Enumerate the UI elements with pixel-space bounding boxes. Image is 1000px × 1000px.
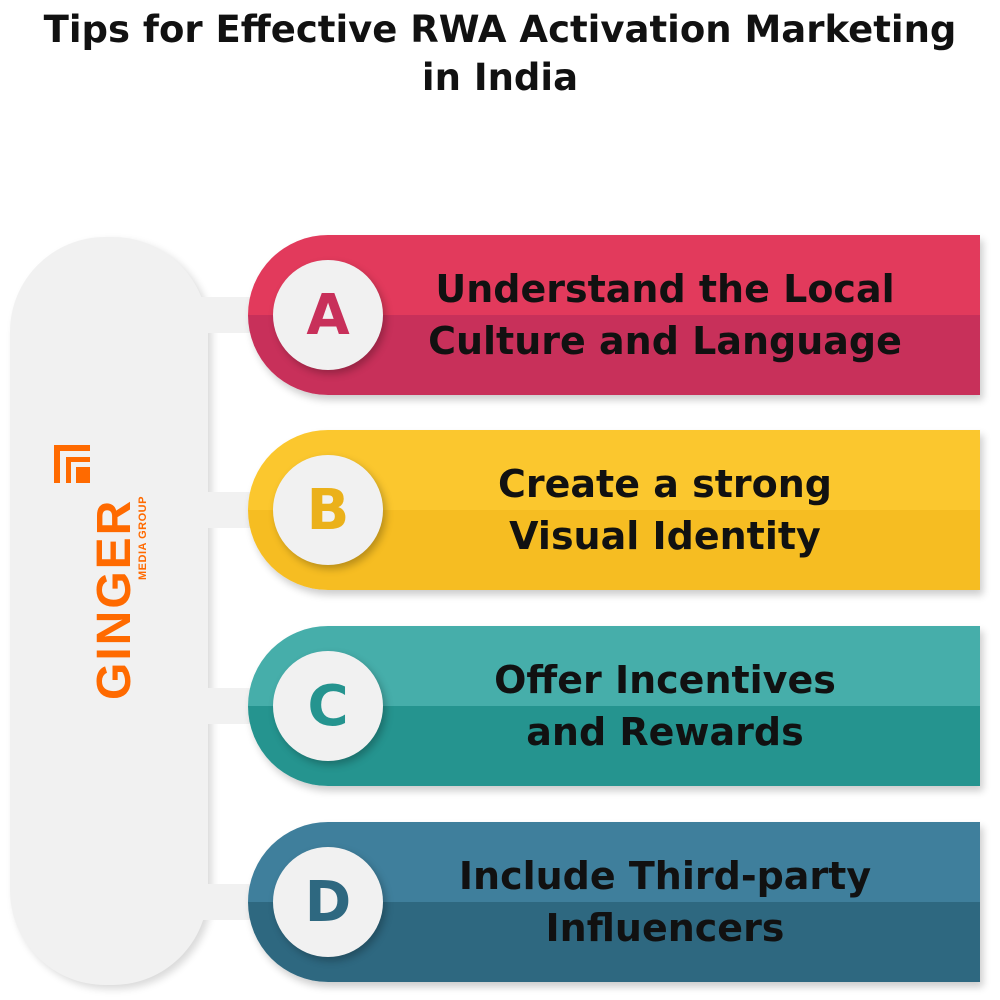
tip-label: Include Third-party Influencers <box>458 854 872 950</box>
svg-text:MEDIA GROUP: MEDIA GROUP <box>137 496 149 580</box>
tip-text: Offer Incentives and Rewards <box>385 626 945 786</box>
tip-text: Create a strong Visual Identity <box>385 430 945 590</box>
tip-text: Understand the Local Culture and Languag… <box>385 235 945 395</box>
ginger-media-group-logo: GINGER MEDIA GROUP <box>54 445 149 700</box>
logo-panel <box>10 237 208 985</box>
page-title: Tips for Effective RWA Activation Market… <box>43 8 957 99</box>
svg-text:GINGER: GINGER <box>88 499 141 700</box>
letter-badge: C <box>273 651 383 761</box>
letter-badge: D <box>273 847 383 957</box>
tip-bar-c <box>248 626 980 786</box>
tip-label: Understand the Local Culture and Languag… <box>428 267 902 363</box>
letter-badge: B <box>273 455 383 565</box>
tip-label: Offer Incentives and Rewards <box>494 658 836 754</box>
letter-badge: A <box>273 260 383 370</box>
tip-label: Create a strong Visual Identity <box>498 462 832 558</box>
tip-text: Include Third-party Influencers <box>385 822 945 982</box>
